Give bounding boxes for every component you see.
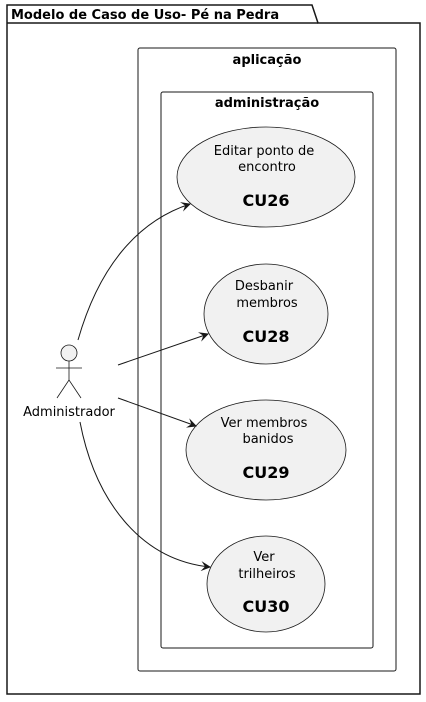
package-frame: Modelo de Caso de Uso- Pé na Pedra xyxy=(6,4,421,695)
use-case-cu28[interactable]: Desbanir membros CU28 xyxy=(203,263,329,365)
use-case-cu30-line1: Ver xyxy=(253,550,275,565)
association-cu28 xyxy=(117,332,209,366)
use-case-cu28-line2: membros xyxy=(236,296,298,311)
use-case-cu30-line2: trilheiros xyxy=(238,567,296,582)
app-rectangle: aplicação xyxy=(137,47,397,672)
associations xyxy=(77,202,211,572)
use-case-cu29[interactable]: Ver membros banidos CU29 xyxy=(185,399,347,501)
admin-rectangle-title: administração xyxy=(215,96,319,111)
association-cu30 xyxy=(79,421,211,572)
association-cu29 xyxy=(117,397,197,428)
use-case-cu29-line2: banidos xyxy=(242,432,293,447)
package-title: Modelo de Caso de Uso- Pé na Pedra xyxy=(11,8,279,23)
use-case-cu30-code: CU30 xyxy=(243,597,290,616)
use-case-cu26[interactable]: Editar ponto de encontro CU26 xyxy=(176,126,356,228)
use-case-cu28-code: CU28 xyxy=(243,327,290,346)
use-case-cu28-line1: Desbanir xyxy=(235,279,294,294)
use-case-cu26-line1: Editar ponto de xyxy=(214,144,315,159)
association-cu26 xyxy=(77,202,191,341)
use-case-cu29-code: CU29 xyxy=(243,463,290,482)
admin-rectangle: administração xyxy=(160,91,374,649)
app-rectangle-title: aplicação xyxy=(233,53,302,68)
use-case-cu26-code: CU26 xyxy=(243,191,290,210)
actor-head-icon xyxy=(60,344,78,362)
use-case-cu30[interactable]: Ver trilheiros CU30 xyxy=(206,535,326,633)
actor-administrador[interactable]: Administrador xyxy=(23,344,116,420)
use-case-cu29-line1: Ver membros xyxy=(221,416,308,431)
use-case-cu26-line2: encontro xyxy=(238,160,296,175)
actor-label: Administrador xyxy=(23,405,115,420)
